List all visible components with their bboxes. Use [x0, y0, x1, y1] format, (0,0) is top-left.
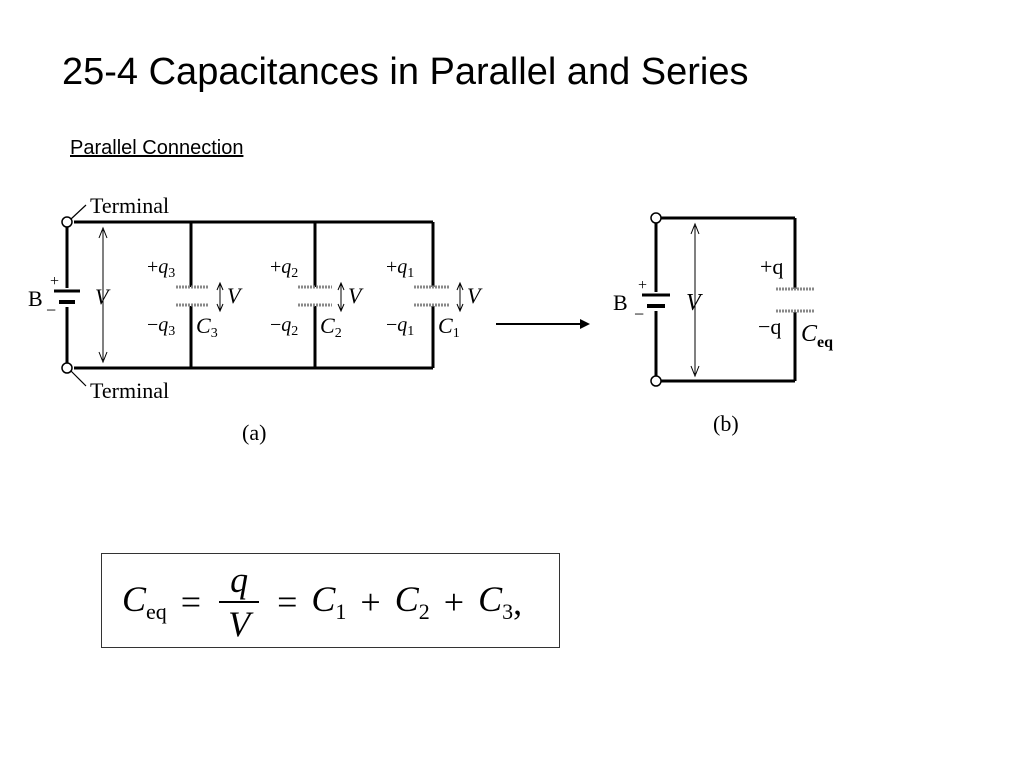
terminal-top-label: Terminal [90, 193, 169, 218]
voltage-label-c3: V [227, 283, 243, 308]
equivalent-circuit-b [642, 212, 814, 387]
voltage-label-b: V [686, 290, 703, 316]
voltage-label-a: V [95, 284, 111, 309]
caption-b: (b) [713, 411, 739, 436]
ceq-symbol: Ceq [122, 579, 167, 624]
charge-minus-q1: −q1 [386, 314, 414, 339]
charge-plus-q2: +q2 [270, 256, 298, 281]
plus-sign-2: + [443, 581, 465, 622]
charge-plus-q: +q [760, 254, 783, 279]
trailing-comma: , [513, 581, 523, 622]
charge-minus-q2: −q2 [270, 314, 298, 339]
charge-minus-q: −q [758, 314, 781, 339]
c3-term: C3 [478, 579, 514, 624]
battery-label-a: B [28, 286, 43, 311]
battery-minus-b: − [634, 304, 644, 324]
charge-minus-q3: −q3 [147, 314, 175, 339]
c1-term: C1 [311, 579, 347, 624]
capacitor-c3-label: C3 [196, 313, 218, 341]
parallel-circuit-a [54, 204, 464, 387]
charge-plus-q1: +q1 [386, 256, 414, 281]
battery-plus-b: + [638, 277, 647, 294]
plus-sign-1: + [360, 581, 381, 622]
equation-box: Ceq = q V = C1 + C2 + C3 , [101, 553, 560, 648]
capacitor-c1-label: C1 [438, 313, 460, 341]
charge-plus-q3: +q3 [147, 256, 175, 281]
voltage-label-c1: V [467, 283, 483, 308]
capacitor-c2-label: C2 [320, 313, 342, 341]
figure-a-labels: Terminal Terminal B + − V +q3 −q3 V C3 +… [28, 193, 483, 445]
voltage-label-c2: V [348, 283, 364, 308]
battery-plus-a: + [50, 273, 59, 290]
battery-minus-a: − [46, 300, 56, 320]
terminal-bottom-label: Terminal [90, 378, 169, 403]
figure-b-labels: B + − V +q −q Ceq (b) [613, 254, 833, 436]
equals-sign-2: = [277, 581, 298, 622]
terminal-bottom [61, 362, 73, 374]
q-over-v-fraction: q V [219, 562, 260, 642]
terminal-top [61, 216, 73, 228]
caption-a: (a) [242, 420, 266, 445]
equivalence-arrow [496, 319, 590, 329]
battery-label-b: B [613, 290, 628, 315]
section-subheading: Parallel Connection [70, 137, 244, 159]
equals-sign: = [180, 581, 202, 622]
capacitance-equation: Ceq = q V = C1 + C2 + C3 , [122, 554, 522, 649]
slide-title: 25-4 Capacitances in Parallel and Series [62, 51, 749, 93]
c2-term: C2 [394, 579, 430, 624]
capacitor-ceq-label: Ceq [801, 321, 833, 351]
